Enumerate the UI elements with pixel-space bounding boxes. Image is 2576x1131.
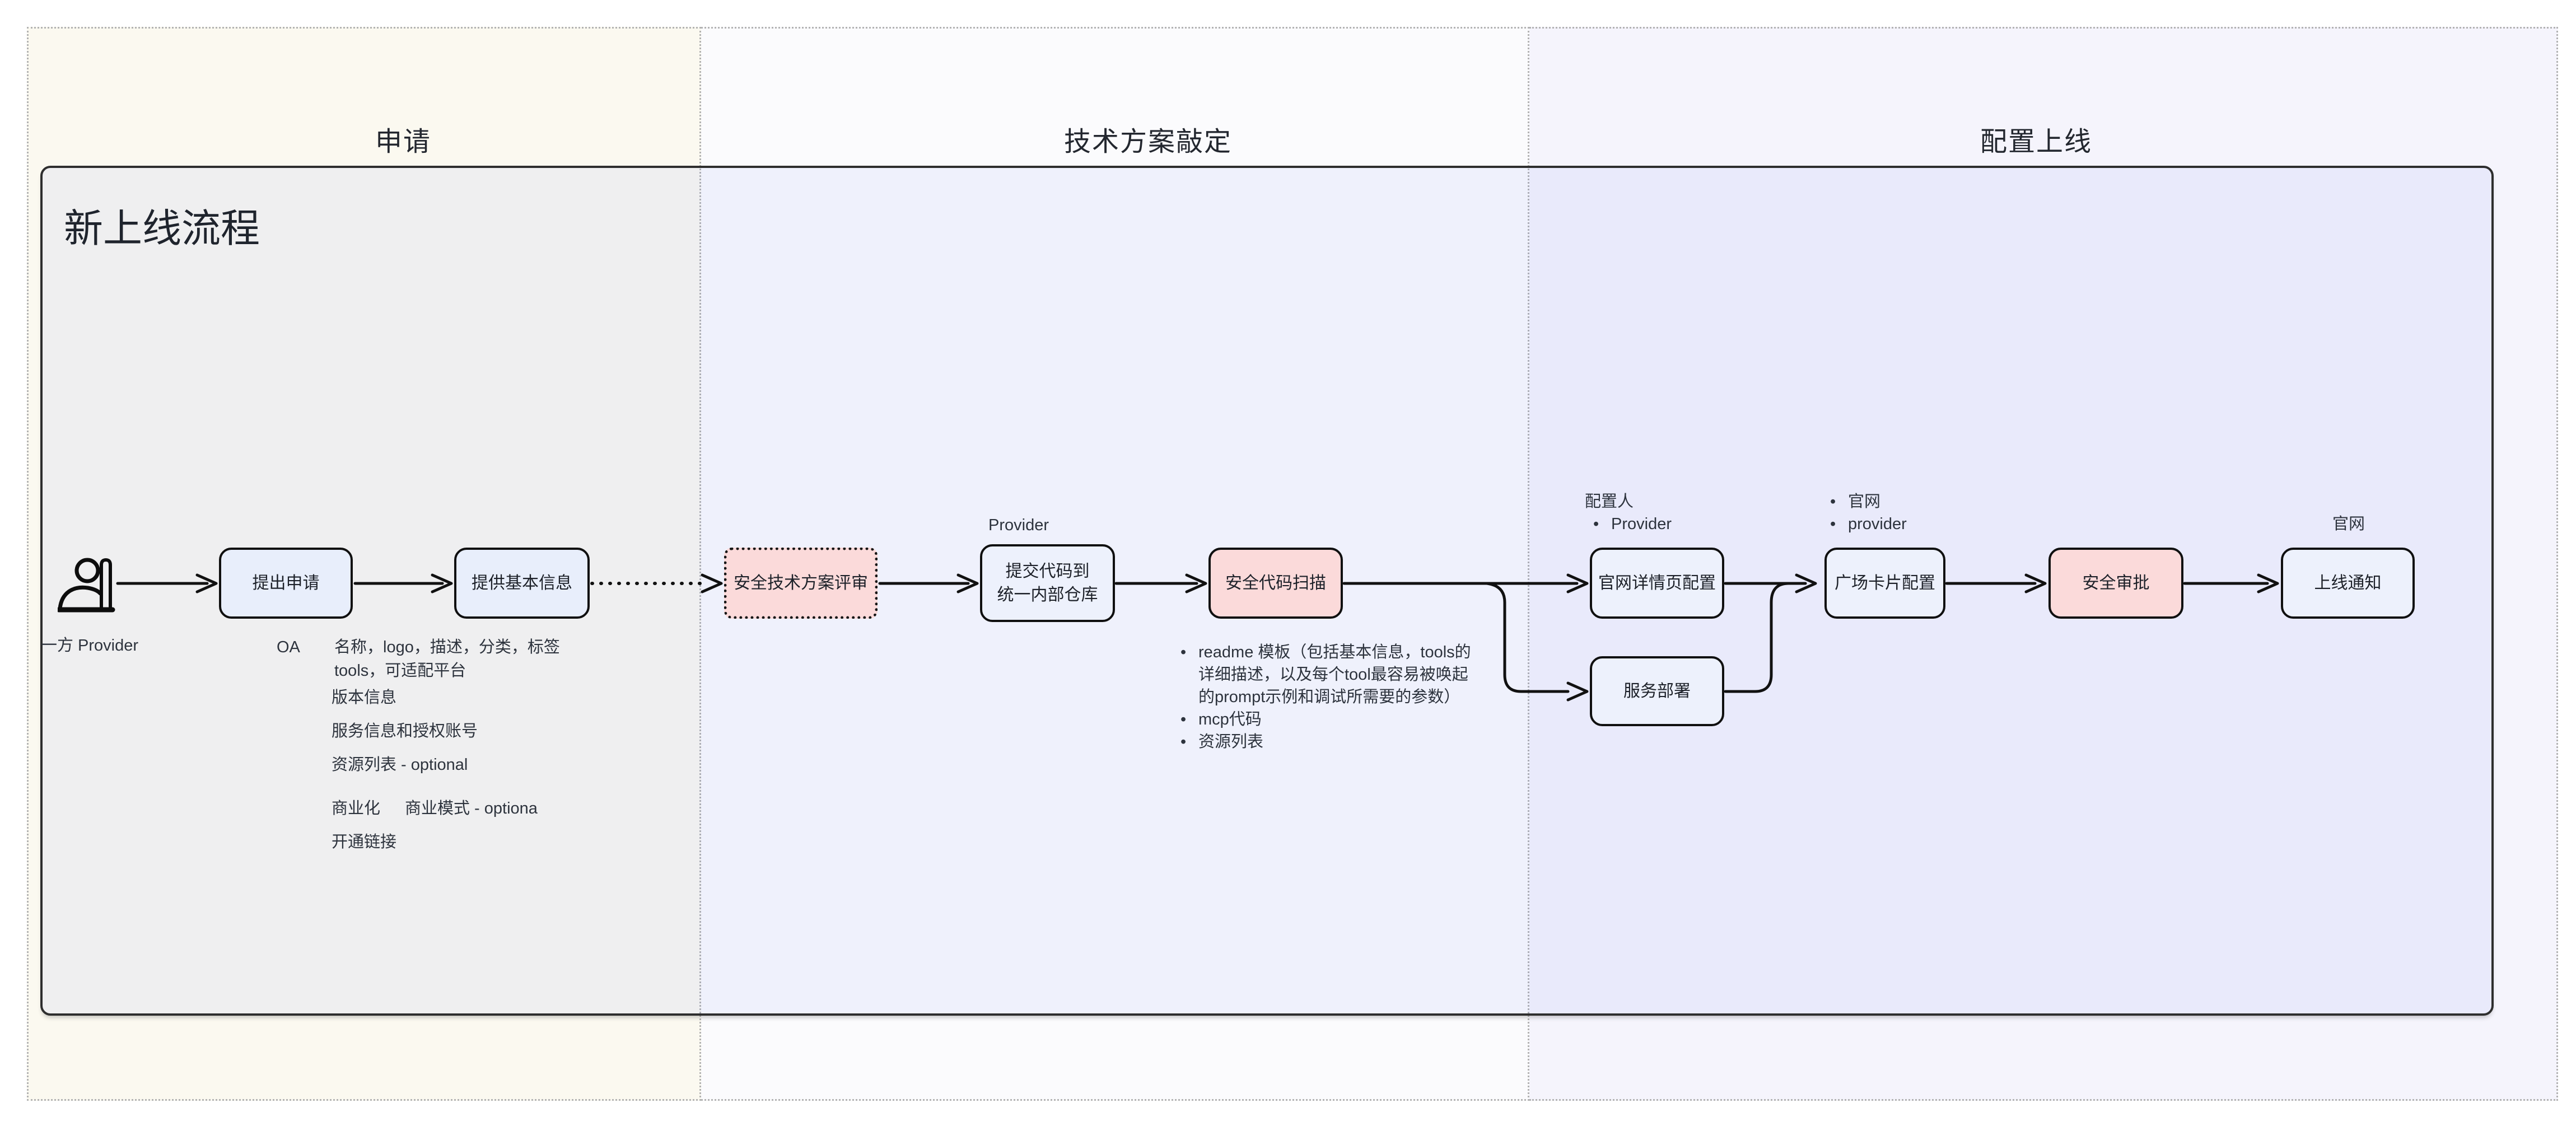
node-submit-code[interactable]: 提交代码到 统一内部仓库 [980,544,1115,622]
node-service-deploy[interactable]: 服务部署 [1590,656,1724,726]
node-launch-notice[interactable]: 上线通知 [2281,548,2415,619]
actor-label: 一方 Provider [41,637,139,655]
scan-output-readme: • readme 模板（包括基本信息，tools的详细描述，以及每个tool最容… [1180,641,1492,708]
process-title: 新上线流程 [64,207,260,250]
node-website-detail-config[interactable]: 官网详情页配置 [1590,548,1724,619]
node-plaza-card-config[interactable]: 广场卡片配置 [1824,548,1945,619]
label-launch-site: 官网 [2332,515,2365,533]
scan-output-mcp-code: • mcp代码 [1180,708,1262,731]
node-security-tech-review[interactable]: 安全技术方案评审 [724,548,878,619]
bullet-dot: • [1593,515,1599,533]
note-version-info: 版本信息 [332,689,397,707]
label-config-provider: • Provider [1593,513,1672,535]
note-business-mode: 商业模式 - optiona [405,800,538,817]
note-basic-fields: 名称，logo，描述，分类，标签 [334,638,560,656]
label-config-person: 配置人 [1585,493,1634,511]
bullet-dot: • [1180,711,1187,728]
node-raise-request[interactable]: 提出申请 [219,548,353,619]
note-commercialization: 商业化 [332,800,381,817]
lane-apply-header: 申请 [375,127,431,157]
note-oa: OA [277,638,300,656]
bullet-dot: • [1830,493,1836,511]
label-plaza-provider: • provider [1830,513,1907,535]
person-raising-hand-icon [58,558,115,613]
node-security-approval[interactable]: 安全审批 [2048,548,2183,619]
note-resource-list: 资源列表 - optional [332,756,468,774]
node-security-code-scan[interactable]: 安全代码扫描 [1208,548,1343,619]
note-tools-platform: tools，可适配平台 [334,662,466,680]
bullet-dot: • [1830,515,1836,533]
node-provide-basic-info[interactable]: 提供基本信息 [454,548,590,619]
label-plaza-site: • 官网 [1830,490,1880,513]
lane-tech-plan-header: 技术方案敲定 [1063,127,1232,157]
label-provider: Provider [988,516,1049,534]
note-service-auth: 服务信息和授权账号 [332,722,478,740]
lane-config-launch-header: 配置上线 [1980,127,2092,157]
scan-output-resource-list: • 资源列表 [1180,731,1263,753]
note-open-link: 开通链接 [332,833,397,851]
bullet-dot: • [1180,733,1187,751]
bullet-dot: • [1180,643,1187,661]
